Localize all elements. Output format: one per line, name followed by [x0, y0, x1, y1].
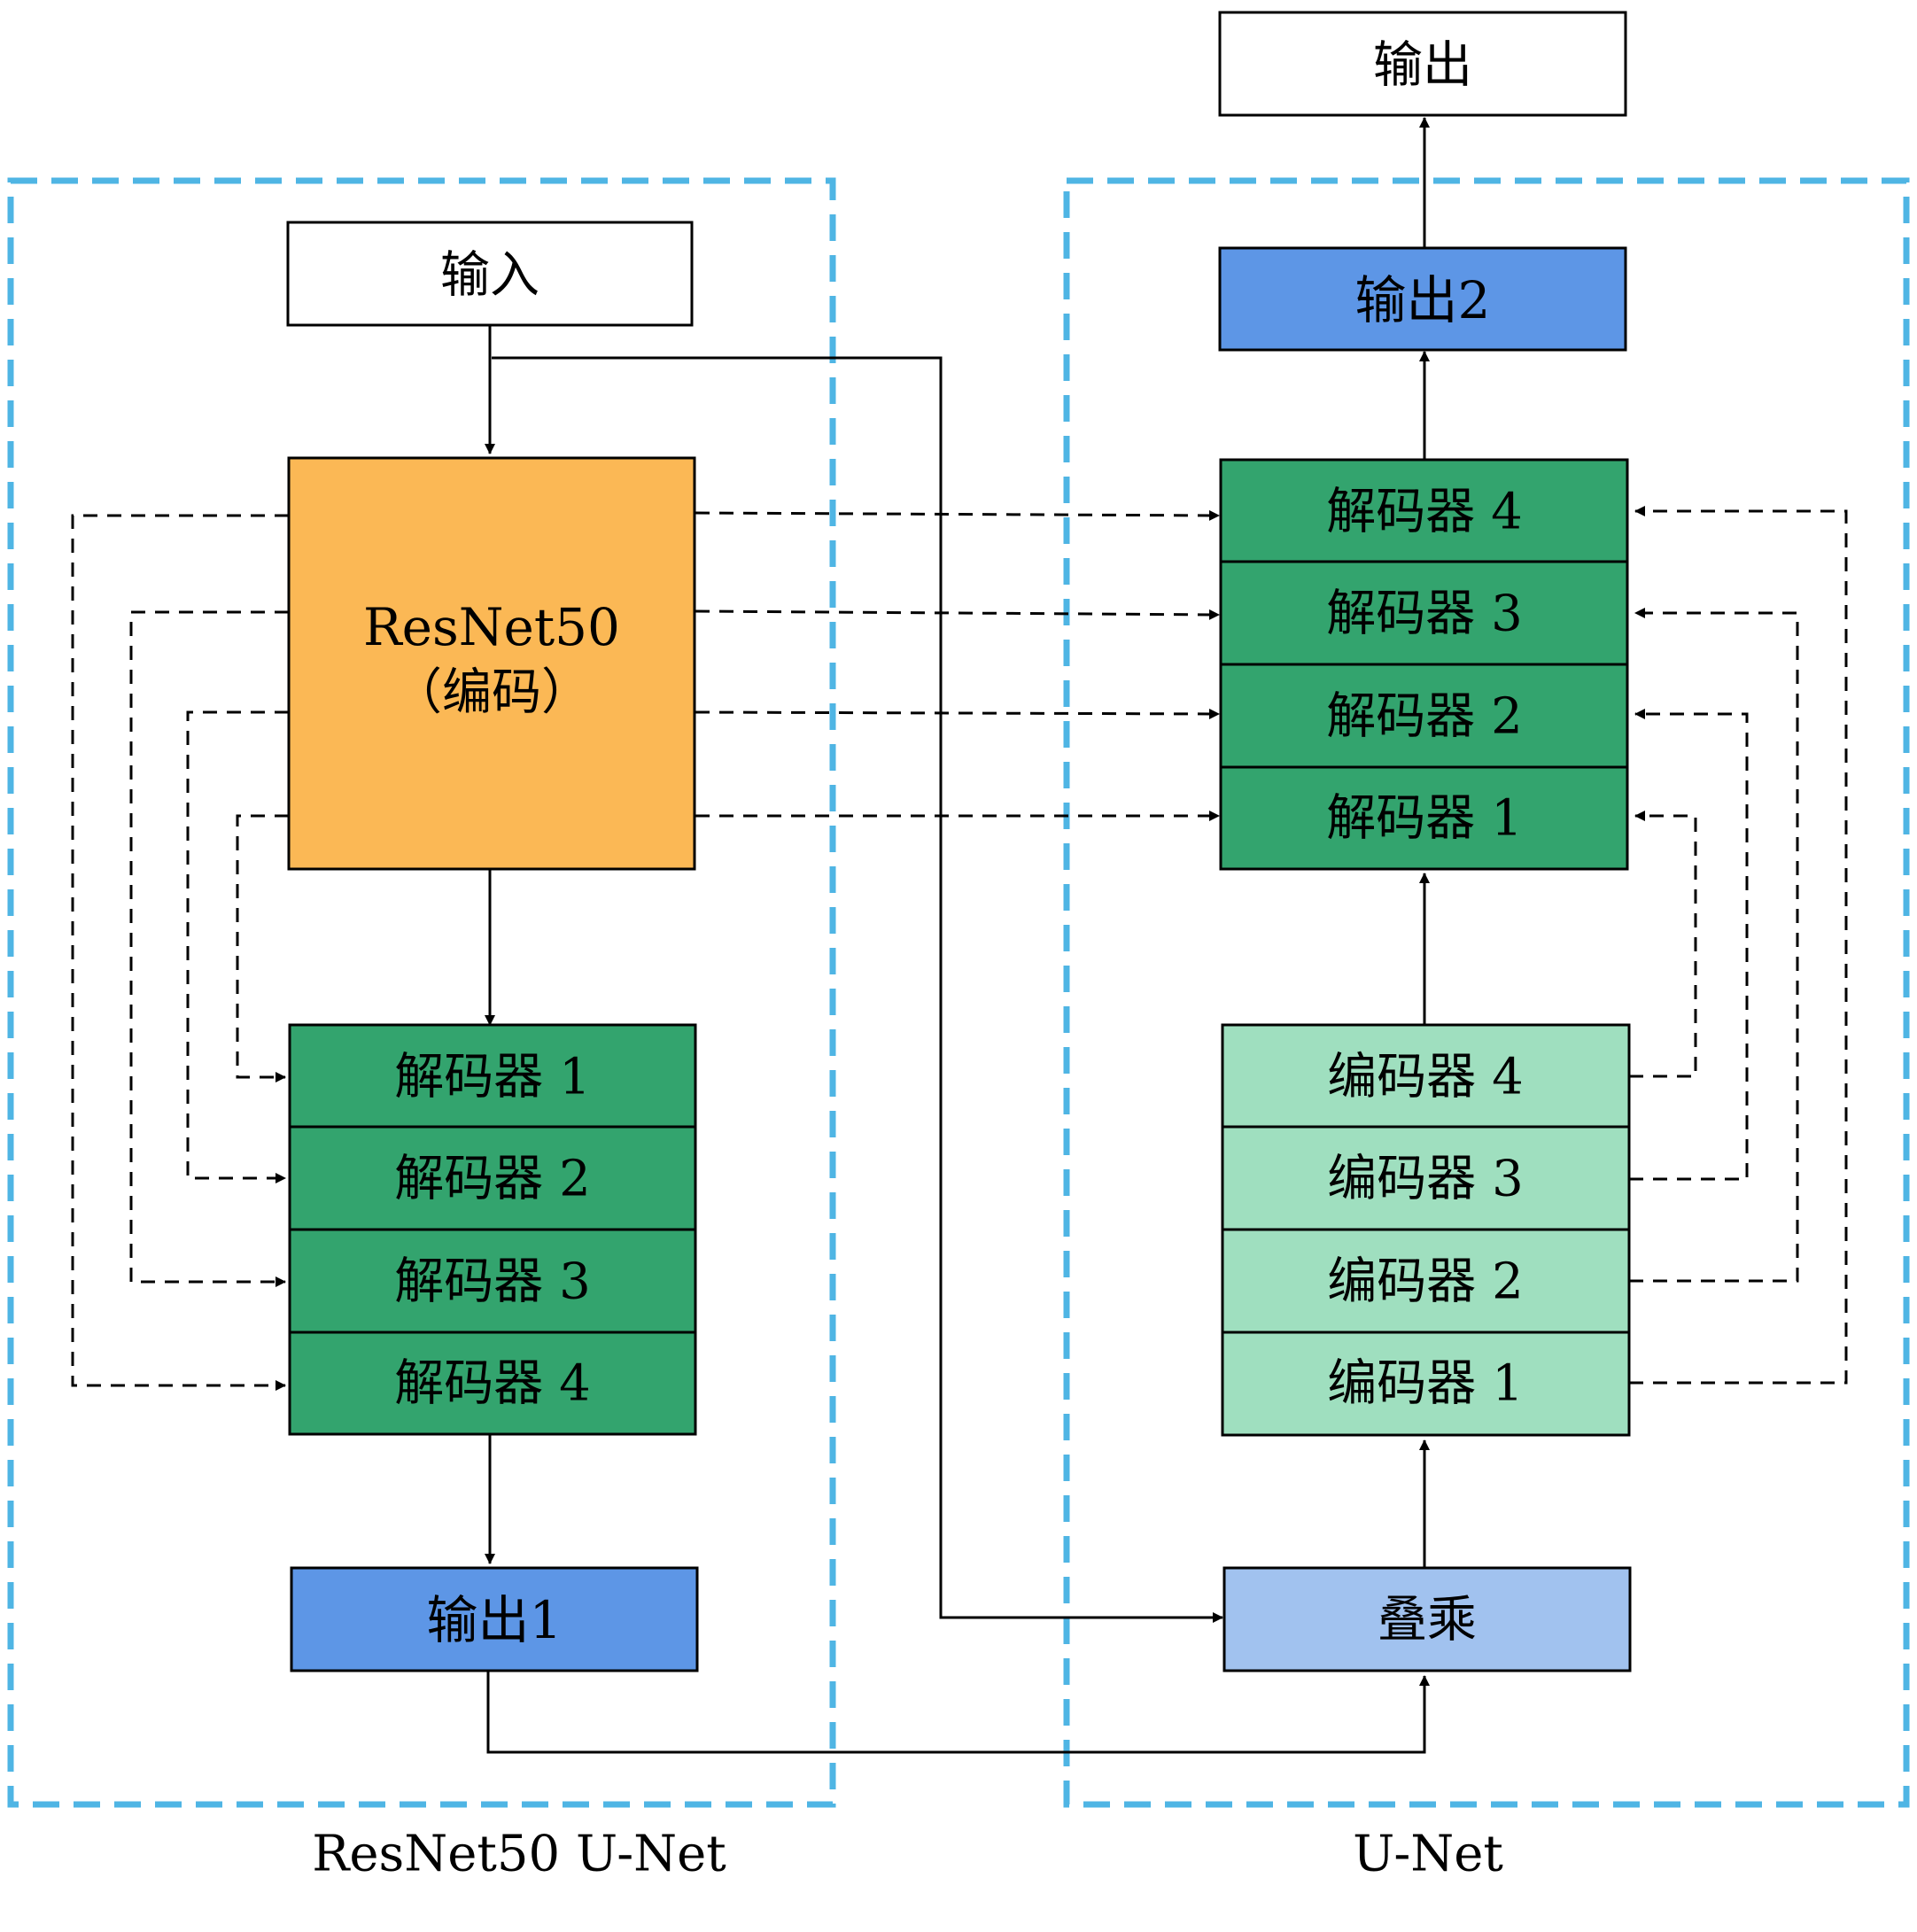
dashed-skip-connectors	[71, 506, 1848, 1391]
left-input-box: 输入	[286, 221, 694, 327]
skip-resnet-to-right-decoder3	[695, 609, 1220, 620]
skip-resnet-to-left-decoder3	[129, 610, 289, 1287]
left-region-caption: ResNet50 U-Net	[312, 1826, 726, 1883]
right-encoder-2-label: 编码器 2	[1327, 1253, 1523, 1311]
resnet-label: ResNet50	[363, 597, 620, 657]
right-decoder-2	[1219, 663, 1629, 769]
right-decoder-4-label: 解码器 4	[1326, 484, 1522, 541]
skip-resnet-to-left-decoder2	[186, 710, 289, 1183]
right-decoder-2-label: 解码器 2	[1326, 688, 1522, 746]
right-decoder-3	[1219, 560, 1629, 666]
skip-resnet-to-left-decoder1	[236, 814, 289, 1082]
arrow-output1-to-multiply	[486, 1671, 1430, 1754]
right-encoder-stack: 编码器 4 编码器 3 编码器 2 编码器 1	[1221, 1023, 1631, 1437]
left-decoder-1	[288, 1023, 697, 1129]
arrow-input-to-multiply	[492, 356, 1223, 1623]
skip-resnet-to-left-decoder4	[71, 514, 289, 1391]
right-decoder-1-label: 解码器 1	[1326, 790, 1522, 848]
right-decoder-1	[1219, 765, 1629, 871]
left-region-frame	[7, 177, 836, 1808]
right-decoder-4	[1219, 458, 1629, 563]
right-encoder-3	[1221, 1125, 1631, 1231]
right-region-frame	[1063, 177, 1910, 1808]
right-decoder-3-label: 解码器 3	[1326, 586, 1522, 643]
left-decoder-stack: 解码器 1 解码器 2 解码器 3 解码器 4	[288, 1023, 697, 1436]
right-encoder-4-label: 编码器 4	[1327, 1049, 1523, 1106]
final-output-box: 输出	[1218, 11, 1627, 117]
right-encoder-1-label: 编码器 1	[1327, 1355, 1523, 1413]
left-decoder-3-label: 解码器 3	[394, 1253, 590, 1311]
final-output-label: 输出	[1373, 37, 1472, 95]
solid-connectors	[485, 117, 1430, 1754]
right-encoder-3-label: 编码器 3	[1327, 1151, 1523, 1208]
left-decoder-3	[288, 1228, 697, 1334]
skip-encoder2-to-decoder3	[1629, 608, 1799, 1283]
left-output-label: 输出1	[427, 1590, 563, 1650]
skip-encoder3-to-decoder2	[1629, 709, 1749, 1181]
skip-resnet-to-right-decoder2	[695, 708, 1220, 719]
left-decoder-4-label: 解码器 4	[394, 1355, 590, 1413]
right-decoder-stack: 解码器 4 解码器 3 解码器 2 解码器 1	[1219, 458, 1629, 871]
right-encoder-4	[1221, 1023, 1631, 1129]
multiply-label: 叠乘	[1378, 1592, 1477, 1649]
left-input-label: 输入	[440, 247, 539, 305]
resnet-encoder-box: ResNet50 （编码）	[287, 456, 696, 871]
left-decoder-2-label: 解码器 2	[394, 1151, 590, 1208]
left-decoder-1-label: 解码器 1	[394, 1049, 590, 1106]
right-region-caption: U-Net	[1353, 1826, 1503, 1883]
skip-resnet-to-right-decoder4	[695, 509, 1220, 521]
encoder-annotation-label: （编码）	[392, 664, 591, 722]
left-decoder-4	[288, 1331, 697, 1436]
skip-encoder4-to-decoder1	[1629, 811, 1697, 1078]
right-output-label: 输出2	[1355, 270, 1491, 330]
skip-encoder1-to-decoder4	[1629, 506, 1848, 1385]
left-output-box: 输出1	[290, 1566, 699, 1672]
multiply-box: 叠乘	[1222, 1566, 1632, 1672]
left-decoder-2	[288, 1125, 697, 1231]
right-encoder-1	[1221, 1331, 1631, 1437]
right-output-box: 输出2	[1218, 246, 1627, 352]
